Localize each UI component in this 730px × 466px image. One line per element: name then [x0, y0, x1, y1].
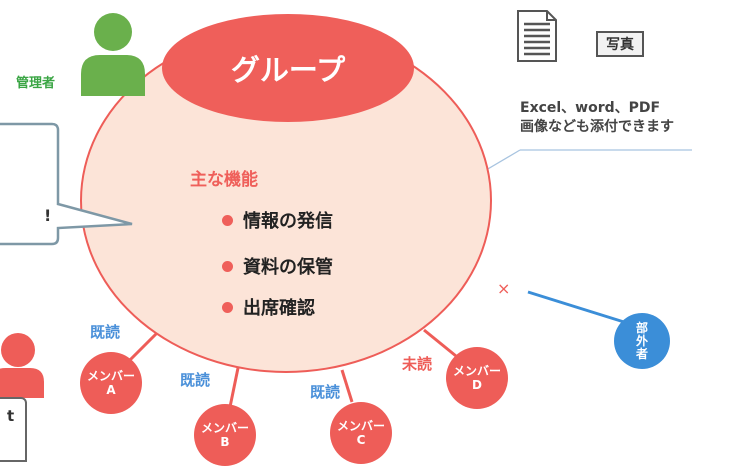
callout-text-fragment: !: [44, 206, 52, 225]
unread-status-label: 未読: [402, 355, 433, 373]
link-member-c: [340, 369, 354, 403]
feature-label: 出席確認: [243, 298, 315, 319]
member-node-b: メンバー B: [194, 404, 256, 466]
cross-mark: ×: [497, 279, 511, 298]
feature-item: 情報の発信: [222, 207, 333, 233]
bullet-icon: [222, 301, 233, 313]
member-label: メンバー: [200, 421, 249, 435]
group-title-pill: グループ: [162, 14, 414, 122]
outsider-node: 部 外 者: [614, 313, 670, 369]
feature-item: 資料の保管: [222, 253, 333, 279]
feature-item: 出席確認: [222, 294, 315, 320]
member-label: メンバー: [452, 364, 501, 378]
attachment-note-line2: 画像なども添付できます: [520, 119, 674, 135]
photo-badge: 写真: [596, 31, 644, 57]
outsider-char: 者: [635, 346, 648, 361]
member-label: メンバー: [86, 369, 135, 383]
bottom-box-text: t: [7, 407, 15, 425]
admin-label: 管理者: [16, 76, 56, 91]
admin-person-icon: [81, 13, 145, 96]
feature-label: 情報の発信: [243, 211, 333, 232]
outsider-link-line: [527, 290, 625, 324]
read-status-label: 既読: [180, 371, 211, 389]
attachment-note: Excel、word、PDF 画像なども添付できます: [520, 99, 674, 137]
group-title: グループ: [230, 53, 346, 87]
member-node-d: メンバー D: [446, 347, 508, 409]
member-letter: B: [220, 435, 230, 449]
bullet-icon: [222, 214, 233, 226]
speech-bubble-callout: [0, 122, 133, 246]
partial-person-icon: [0, 333, 44, 398]
member-label: メンバー: [336, 419, 385, 433]
member-letter: C: [356, 433, 366, 447]
link-member-b: [228, 367, 240, 408]
read-status-label: 既読: [90, 323, 121, 341]
document-icon: [517, 10, 557, 62]
bottom-box-fragment: t: [0, 397, 27, 462]
attachment-note-line1: Excel、word、PDF: [520, 100, 661, 116]
outsider-char: 外: [635, 333, 648, 348]
link-member-a: [126, 328, 162, 364]
feature-label: 資料の保管: [243, 257, 333, 278]
member-letter: D: [472, 378, 482, 392]
bullet-icon: [222, 260, 233, 272]
member-node-c: メンバー C: [330, 402, 392, 464]
outsider-char: 部: [635, 320, 648, 335]
photo-label: 写真: [606, 37, 634, 53]
features-title: 主な機能: [190, 170, 258, 190]
read-status-label: 既読: [310, 383, 341, 401]
member-node-a: メンバー A: [80, 352, 142, 414]
link-member-d: [423, 328, 457, 358]
member-letter: A: [106, 383, 116, 397]
